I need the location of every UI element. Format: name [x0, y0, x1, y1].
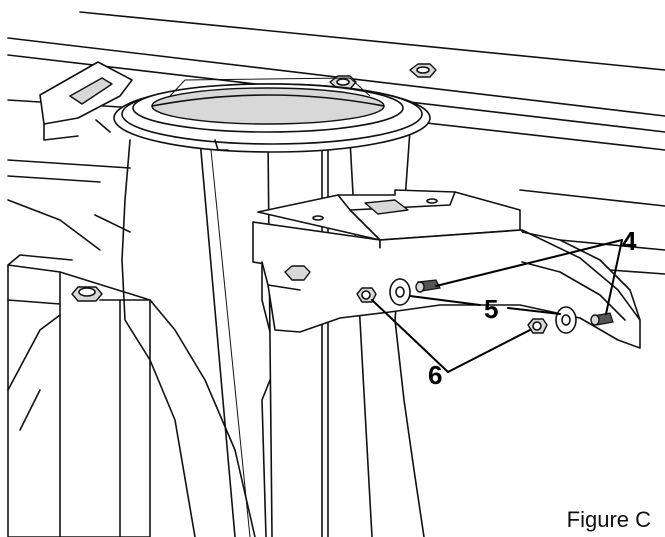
- callout-leaders: [371, 239, 623, 373]
- rail-bolt-right: [409, 63, 437, 78]
- figure-caption: Figure C: [566, 507, 651, 532]
- lower-left-housing: [7, 199, 256, 537]
- bracket-bolt-left: [284, 265, 311, 281]
- flat-washer-upper: [389, 278, 411, 306]
- chute-column: [121, 129, 425, 537]
- carriage-bolt-lower: [590, 312, 614, 326]
- housing-bolt: [71, 286, 103, 302]
- flat-washer-lower: [555, 306, 577, 334]
- carriage-bolt-upper: [415, 279, 441, 293]
- hex-nut-upper: [356, 287, 377, 303]
- callout-6: 6: [428, 360, 442, 390]
- callout-4: 4: [622, 226, 637, 256]
- left-mount-bracket: [39, 61, 133, 141]
- callout-5: 5: [484, 294, 498, 324]
- adjustment-plate: [261, 229, 641, 349]
- hex-nut-lower: [527, 318, 548, 334]
- chute-flange: [113, 77, 431, 153]
